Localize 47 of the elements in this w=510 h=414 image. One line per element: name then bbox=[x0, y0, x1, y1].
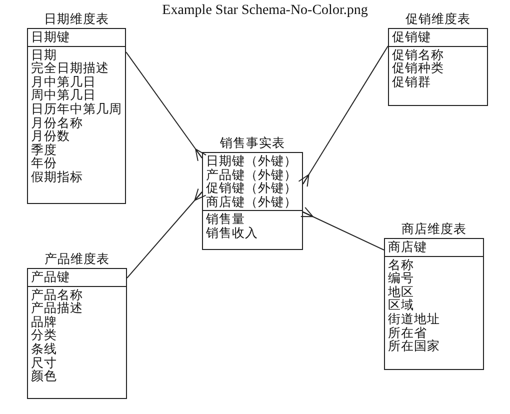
attribute-column: 区域 bbox=[388, 298, 414, 312]
attribute-column: 促销群 bbox=[392, 74, 431, 88]
attribute-column: 编号 bbox=[388, 271, 414, 285]
attribute-column: 产品描述 bbox=[31, 301, 83, 315]
attribute-column: 促销名称 bbox=[392, 48, 444, 62]
key-column: 产品键 bbox=[31, 270, 70, 284]
attribute-column: 名称 bbox=[388, 258, 414, 272]
attribute-column: 年份 bbox=[31, 156, 57, 170]
attribute-column: 日历年中第几周 bbox=[31, 102, 122, 116]
attribute-column: 分类 bbox=[31, 328, 57, 342]
attribute-column: 促销种类 bbox=[392, 61, 444, 75]
attribute-column: 所在国家 bbox=[388, 339, 440, 353]
attribute-column: 月份名称 bbox=[31, 116, 83, 130]
attribute-column: 周中第几日 bbox=[31, 88, 96, 102]
attribute-column: 尺寸 bbox=[31, 356, 57, 370]
attribute-column: 月份数 bbox=[31, 129, 70, 143]
key-column: 商店键 bbox=[388, 240, 427, 254]
attribute-column: 销售收入 bbox=[206, 226, 258, 240]
attribute-column: 假期指标 bbox=[31, 170, 83, 184]
relationship-line bbox=[126, 52, 207, 162]
attribute-column: 颜色 bbox=[31, 369, 57, 383]
attribute-column: 日期 bbox=[31, 48, 57, 62]
attribute-column: 月中第几日 bbox=[31, 74, 96, 88]
key-column: 商店键（外键） bbox=[206, 194, 297, 208]
attribute-column: 产品名称 bbox=[31, 288, 83, 302]
key-column: 促销键（外键） bbox=[206, 181, 297, 195]
attribute-column: 品牌 bbox=[31, 314, 57, 328]
attribute-column: 销售量 bbox=[206, 212, 245, 226]
key-column: 产品键（外键） bbox=[206, 168, 297, 182]
attribute-column: 条线 bbox=[31, 342, 57, 356]
attribute-column: 地区 bbox=[388, 284, 414, 298]
relationship-line bbox=[298, 46, 388, 188]
key-column: 促销键 bbox=[392, 30, 431, 44]
relationship-line bbox=[126, 188, 206, 278]
key-column: 日期键（外键） bbox=[206, 154, 297, 168]
table-title: 产品维度表 bbox=[44, 251, 110, 266]
attribute-column: 街道地址 bbox=[388, 312, 440, 326]
diagram-title: Example Star Schema-No-Color.png bbox=[161, 3, 369, 19]
table-title: 销售事实表 bbox=[219, 135, 286, 150]
attribute-column: 季度 bbox=[31, 142, 57, 156]
table-title: 日期维度表 bbox=[43, 11, 110, 26]
table-title: 促销维度表 bbox=[404, 11, 472, 26]
attribute-column: 所在省 bbox=[388, 326, 427, 340]
table-title: 商店维度表 bbox=[400, 221, 468, 236]
key-column: 日期键 bbox=[31, 30, 70, 44]
relationship-line bbox=[300, 206, 384, 250]
attribute-column: 完全日期描述 bbox=[31, 61, 109, 75]
